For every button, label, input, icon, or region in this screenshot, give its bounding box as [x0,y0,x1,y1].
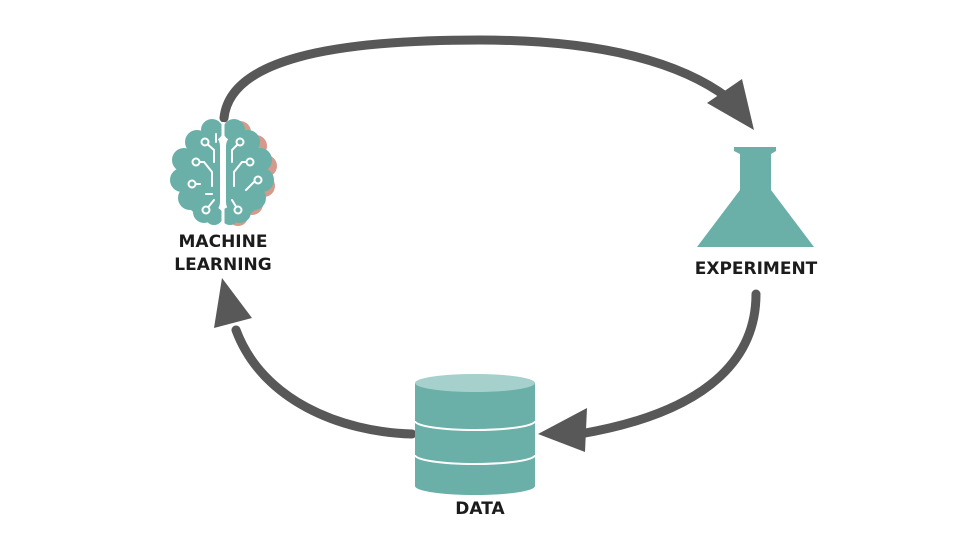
machine-learning-label: MACHINE LEARNING [148,231,298,277]
arrow-data-to-ml [214,278,417,439]
data-label-line-1: DATA [455,499,505,519]
database-icon [414,374,536,495]
experiment-label-line-1: EXPERIMENT [694,259,818,279]
flask-icon [697,147,814,247]
machine-learning-label-line-1: MACHINE [178,232,268,252]
arrow-experiment-to-data [538,289,761,452]
arrow-ml-to-experiment [219,35,754,130]
machine-learning-label-line-2: LEARNING [174,255,272,275]
brain-circuit-icon [170,119,277,226]
data-label: DATA [420,498,540,521]
experiment-label: EXPERIMENT [680,258,832,281]
